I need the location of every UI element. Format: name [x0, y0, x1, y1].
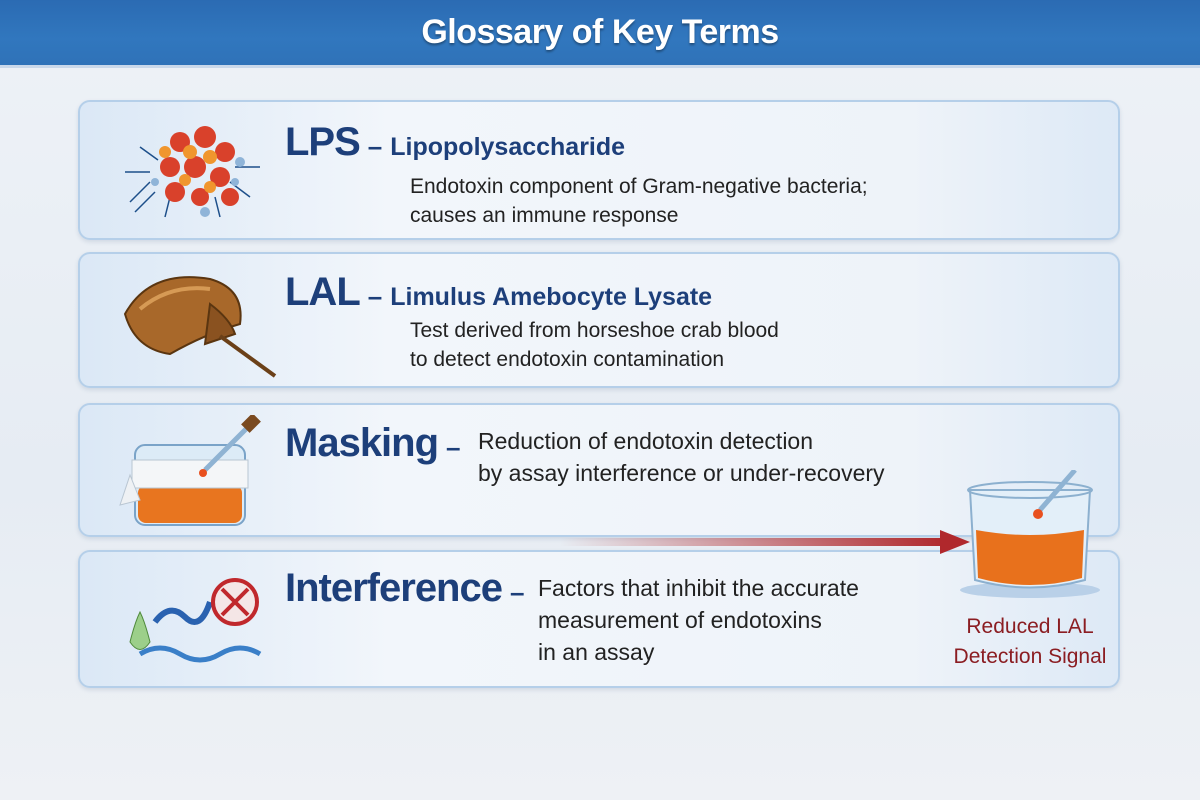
- term-abbr: LAL: [285, 270, 361, 314]
- desc-line: to detect endotoxin contamination: [410, 348, 725, 371]
- term-card-masking: Masking– Reduction of endotoxin detectio…: [78, 403, 1120, 537]
- desc-line: Test derived from horseshoe crab blood: [410, 319, 779, 342]
- term-full-name: Limulus Amebocyte Lysate: [390, 283, 713, 311]
- term-heading-lal: LAL–Limulus Amebocyte Lysate: [285, 270, 712, 315]
- horseshoe-crab-icon: [123, 276, 277, 378]
- term-abbr: Interference: [285, 566, 503, 610]
- term-dash: –: [367, 281, 383, 311]
- term-dash: –: [509, 577, 525, 607]
- desc-line: causes an immune response: [410, 204, 679, 227]
- term-description: Reduction of endotoxin detection by assa…: [478, 425, 885, 489]
- term-description: Test derived from horseshoe crab blood t…: [410, 316, 779, 374]
- desc-line: measurement of endotoxins: [538, 607, 822, 633]
- page-title: Glossary of Key Terms: [421, 13, 779, 51]
- desc-line: in an assay: [538, 639, 655, 665]
- desc-line: Reduction of endotoxin detection: [478, 428, 814, 454]
- lps-molecule-icon: [125, 126, 260, 218]
- term-card-lal: LAL–Limulus Amebocyte Lysate Test derive…: [78, 252, 1120, 388]
- desc-line: Factors that inhibit the accurate: [538, 575, 859, 601]
- interference-icon: [129, 578, 262, 663]
- term-card-lps: LPS–Lipopolysaccharide Endotoxin compone…: [78, 100, 1120, 240]
- desc-line: Endotoxin component of Gram-negative bac…: [410, 175, 868, 198]
- desc-line: by assay interference or under-recovery: [478, 460, 885, 486]
- term-dash: –: [367, 131, 383, 161]
- term-heading-lps: LPS–Lipopolysaccharide: [285, 120, 625, 165]
- term-card-interference: Interference– Factors that inhibit the a…: [78, 550, 1120, 688]
- term-full-name: Lipopolysaccharide: [390, 133, 626, 161]
- term-description: Endotoxin component of Gram-negative bac…: [410, 172, 868, 230]
- term-heading-masking: Masking–: [285, 421, 469, 466]
- term-description: Factors that inhibit the accurate measur…: [538, 572, 859, 668]
- signal-label-line: Reduced LAL: [966, 615, 1094, 638]
- signal-label-line: Detection Signal: [953, 645, 1107, 668]
- reduced-signal-label: Reduced LAL Detection Signal: [930, 612, 1130, 672]
- term-dash: –: [446, 432, 461, 462]
- wrapped-beaker-icon: [119, 415, 261, 526]
- term-heading-interference: Interference–: [285, 566, 532, 611]
- term-abbr: LPS: [285, 120, 361, 164]
- arrow-icon: [560, 530, 970, 554]
- term-abbr: Masking: [285, 421, 439, 465]
- title-banner: Glossary of Key Terms: [0, 0, 1200, 68]
- reduced-signal-beaker-icon: [960, 470, 1100, 598]
